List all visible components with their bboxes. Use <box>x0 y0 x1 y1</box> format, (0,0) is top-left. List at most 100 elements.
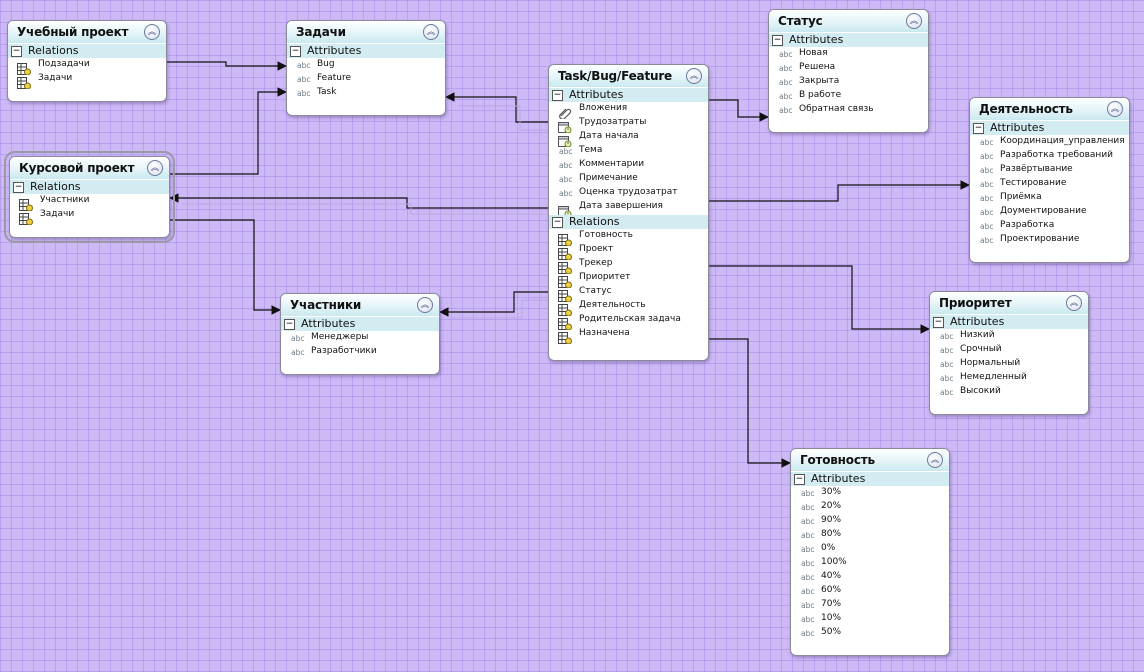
attribute-item[interactable]: Дата начала <box>549 130 708 148</box>
relation-item[interactable]: Задачи <box>8 72 166 90</box>
entity-header[interactable]: Курсовой проект︽ <box>10 157 169 179</box>
relation-item[interactable]: Родительская задача <box>549 313 708 331</box>
section-relations[interactable]: −Relations <box>8 44 166 58</box>
collapse-section-icon[interactable]: − <box>772 35 783 46</box>
collapse-section-icon[interactable]: − <box>794 474 805 485</box>
relation-item[interactable]: Приоритет <box>549 271 708 289</box>
collapse-section-icon[interactable]: − <box>973 123 984 134</box>
section-attributes[interactable]: −Attributes <box>769 33 928 47</box>
relation-item[interactable]: Статус <box>549 285 708 303</box>
section-attributes[interactable]: −Attributes <box>549 88 708 102</box>
collapse-icon[interactable]: ︽ <box>144 24 160 40</box>
entity-header[interactable]: Task/Bug/Feature︽ <box>549 65 708 87</box>
entity-header[interactable]: Деятельность︽ <box>970 98 1129 120</box>
entity-header[interactable]: Участники︽ <box>281 294 439 316</box>
collapse-icon[interactable]: ︽ <box>147 160 163 176</box>
collapse-icon[interactable]: ︽ <box>906 13 922 29</box>
collapse-icon[interactable]: ︽ <box>1107 101 1123 117</box>
collapse-icon[interactable]: ︽ <box>417 297 433 313</box>
collapse-icon[interactable]: ︽ <box>1066 295 1082 311</box>
collapse-section-icon[interactable]: − <box>552 90 563 101</box>
section-relations[interactable]: −Relations <box>549 215 708 229</box>
collapse-section-icon[interactable]: − <box>13 182 24 193</box>
collapse-section-icon[interactable]: − <box>284 319 295 330</box>
collapse-section-icon[interactable]: − <box>933 317 944 328</box>
collapse-icon[interactable]: ︽ <box>686 68 702 84</box>
collapse-section-icon[interactable]: − <box>552 217 563 228</box>
section-attributes[interactable]: −Attributes <box>287 44 445 58</box>
attribute-item[interactable]: Вложения <box>549 102 708 120</box>
relation-item[interactable]: Трекер <box>549 257 708 275</box>
section-attributes[interactable]: −Attributes <box>791 472 949 486</box>
section-attributes[interactable]: −Attributes <box>281 317 439 331</box>
relation-item[interactable]: Деятельность <box>549 299 708 317</box>
relation-item[interactable]: Участники <box>10 194 169 212</box>
entity-header[interactable]: Учебный проект︽ <box>8 21 166 43</box>
section-relations[interactable]: −Relations <box>10 180 169 194</box>
relation-item[interactable]: Проект <box>549 243 708 261</box>
entity-header[interactable]: Статус︽ <box>769 10 928 32</box>
entity-header[interactable]: Готовность︽ <box>791 449 949 471</box>
relation-item[interactable]: Подзадачи <box>8 58 166 76</box>
collapse-section-icon[interactable]: − <box>11 46 22 57</box>
attribute-item[interactable]: Дата завершения <box>549 200 708 218</box>
relation-item[interactable]: Назначена <box>549 327 708 345</box>
entity-header[interactable]: Приоритет︽ <box>930 292 1088 314</box>
attribute-item[interactable]: Трудозатраты <box>549 116 708 134</box>
collapse-section-icon[interactable]: − <box>290 46 301 57</box>
section-attributes[interactable]: −Attributes <box>930 315 1088 329</box>
relation-item[interactable]: Задачи <box>10 208 169 226</box>
entity-header[interactable]: Задачи︽ <box>287 21 445 43</box>
collapse-icon[interactable]: ︽ <box>423 24 439 40</box>
section-attributes[interactable]: −Attributes <box>970 121 1129 135</box>
relation-item[interactable]: Готовность <box>549 229 708 247</box>
collapse-icon[interactable]: ︽ <box>927 452 943 468</box>
